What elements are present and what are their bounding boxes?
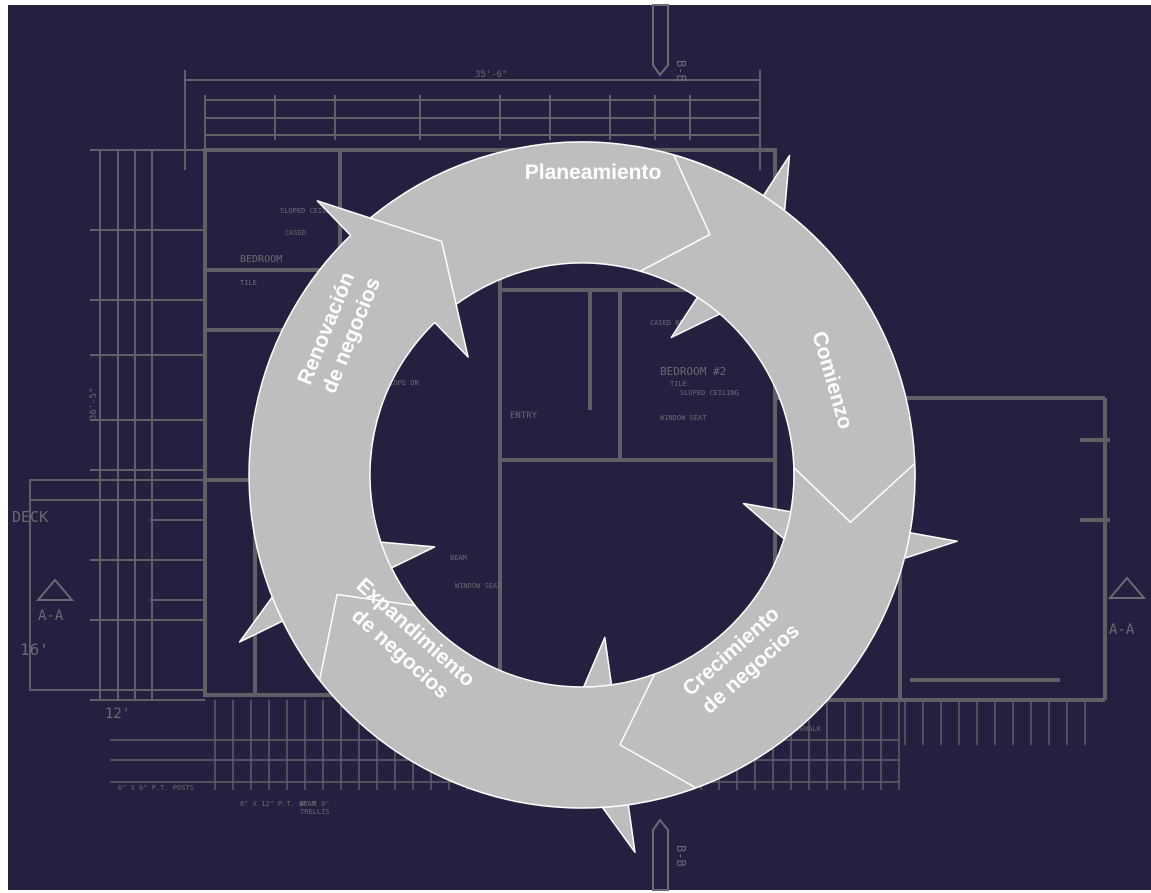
cycle-arrows [238, 141, 958, 854]
trellis-label: TRELLIS [300, 808, 330, 816]
tile-1-label: TILE [240, 279, 257, 287]
section-b-bottom-label: B-B [674, 845, 688, 867]
window-seat-1-label: WINDOW SEAT [455, 582, 502, 590]
posts-label: 6" X 6" P.T. POSTS [118, 784, 194, 792]
left-dimension-lines [90, 149, 205, 701]
slope-down-label: SLOPE DN [385, 379, 419, 387]
stage-label-planeamiento: Planeamiento [525, 161, 662, 184]
bedroom-2-label: BEDROOM #2 [660, 365, 726, 378]
cased-beam-2-label: CASED BEAM [650, 319, 692, 327]
overall-height-label: 36'-5" [89, 387, 99, 420]
beam-4x8-label: 4" X 8" [300, 800, 330, 808]
sloped-ceiling-2-label: SLOPED CEILING [680, 389, 739, 397]
dimension-12-label: 12' [105, 706, 130, 722]
section-markers [35, 4, 1147, 891]
sloped-ceiling-1-label: SLOPED CEILING [280, 207, 339, 215]
cased-beam-1-label: CASED [285, 229, 306, 237]
entry-label: ENTRY [510, 411, 538, 421]
stage-label-planeamiento-line-1: Planeamiento [525, 161, 662, 184]
beam-6x12-label: 6" X 12" P.T. BEAM [240, 800, 316, 808]
top-dimension-lines [184, 70, 761, 170]
deck-area [29, 479, 206, 691]
section-a-left-label: A-A [38, 608, 64, 624]
tile-2-label: TILE [670, 380, 687, 388]
arrow-renovacion [248, 200, 469, 681]
dimension-16-label: 16' [20, 640, 49, 659]
floor-plan-background: DECK A-A A-A B-B B-B 16' 12' 35'-6" 36'-… [12, 4, 1147, 891]
section-b-top-label: B-B [674, 60, 688, 82]
window-seat-2-label: WINDOW SEAT [660, 414, 707, 422]
bedroom-1-label: BEDROOM [240, 254, 282, 265]
overall-width-label: 35'-6" [475, 70, 508, 80]
deck-label: DECK [12, 508, 48, 526]
blueprint-text: DECK A-A A-A B-B B-B 16' 12' 35'-6" 36'-… [12, 60, 1135, 867]
section-a-right-label: A-A [1109, 622, 1135, 638]
beam-label: BEAM [450, 554, 467, 562]
